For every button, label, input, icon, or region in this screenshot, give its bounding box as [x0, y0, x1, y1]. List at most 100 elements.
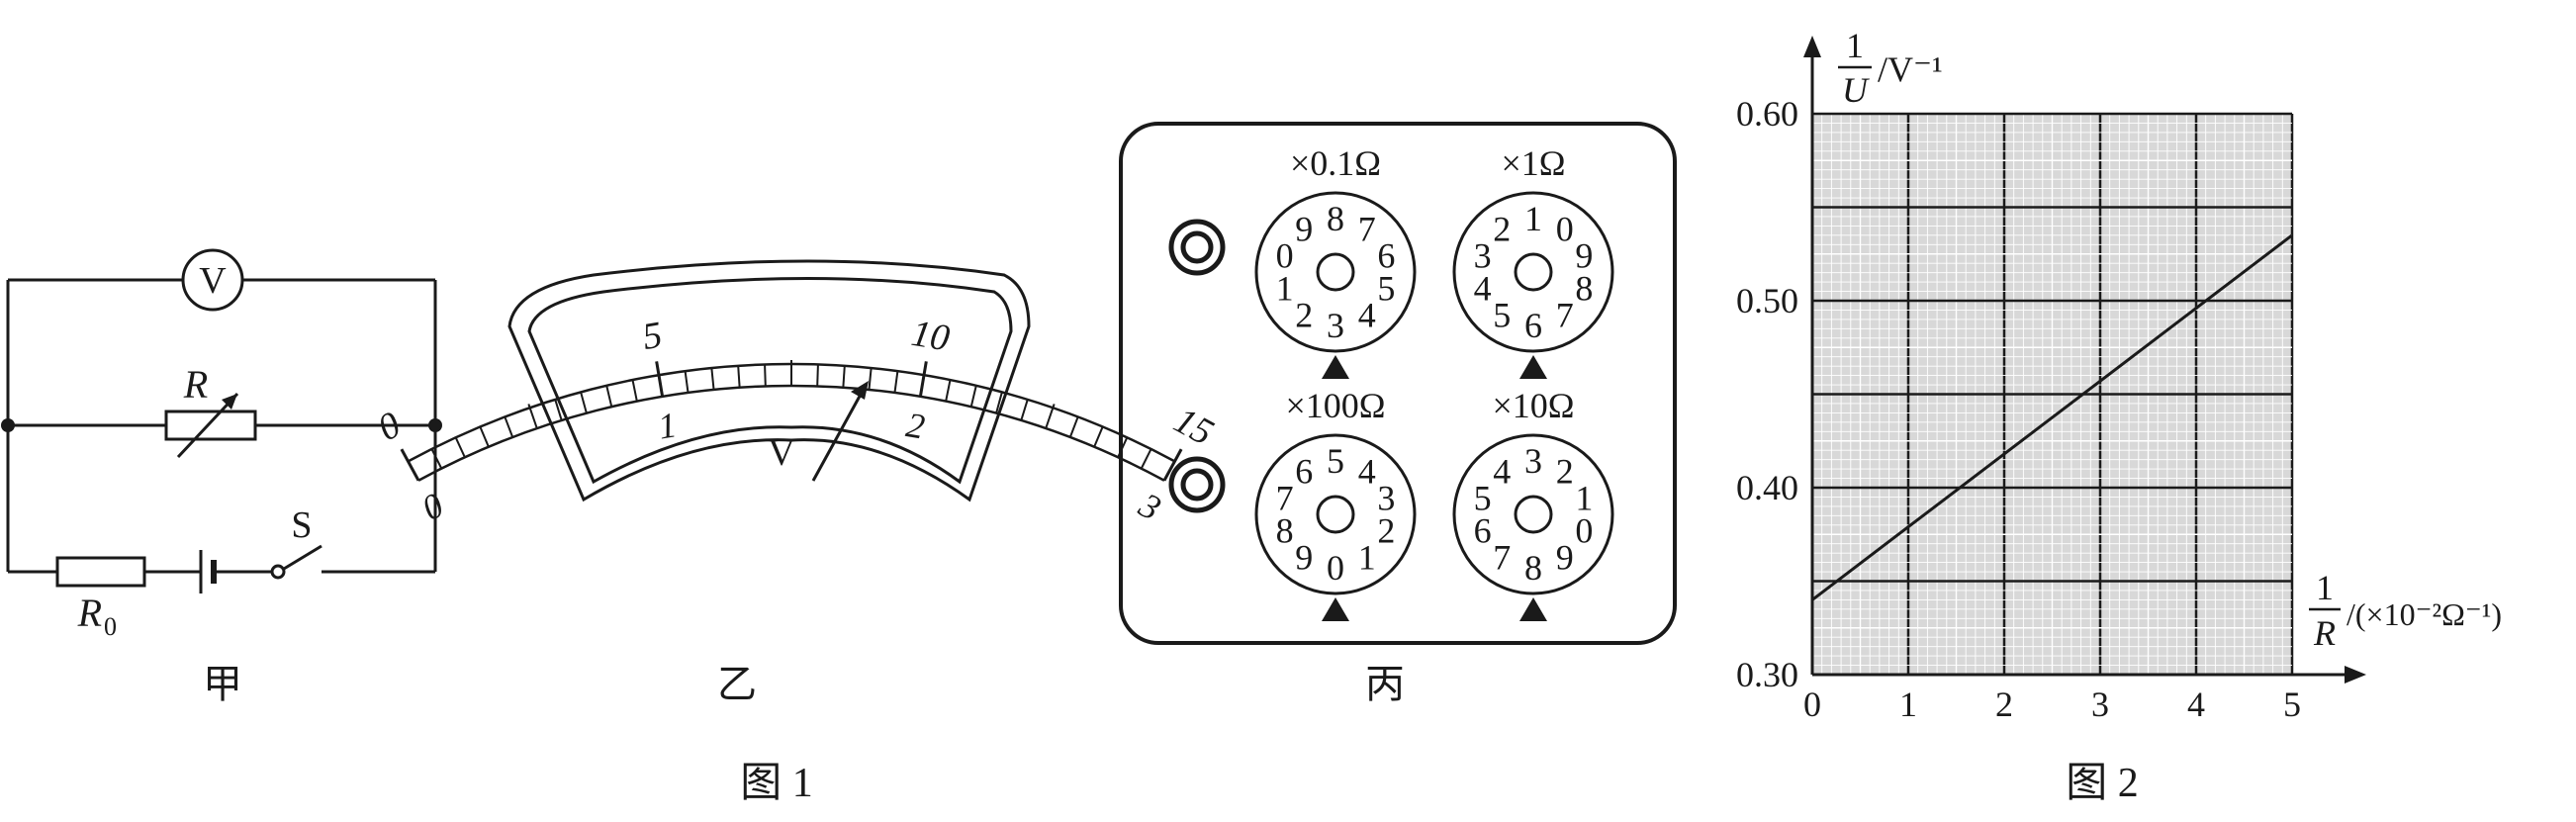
dial-digit: 1: [1276, 269, 1294, 309]
dial-digit: 1: [1524, 199, 1542, 238]
x-tick-label: 2: [1995, 685, 2013, 724]
dial-pointer-triangle: [1322, 597, 1349, 621]
voltmeter-label: V: [199, 260, 227, 302]
dial-digit: 4: [1474, 269, 1492, 309]
x-axis-label-unit: /(×10⁻²Ω⁻¹): [2346, 596, 2502, 632]
y-tick-label: 0.30: [1736, 655, 1798, 694]
resistor-label: R: [77, 591, 102, 635]
dial-knob[interactable]: [1254, 433, 1417, 595]
dial-digit: 1: [1575, 478, 1593, 517]
scale-tick: [1020, 399, 1029, 421]
dial-digit: 6: [1377, 235, 1395, 275]
junction-right: [428, 418, 442, 432]
y-tick-label: 0.40: [1736, 468, 1798, 507]
dial-center: [1316, 252, 1355, 292]
meter-needle: [811, 390, 865, 482]
dial-digit: 2: [1556, 451, 1574, 491]
scale-tick: [1068, 416, 1079, 438]
dial-knob[interactable]: [1452, 191, 1614, 353]
scale-tick: [842, 365, 846, 388]
figure1-caption: 图 1: [740, 761, 813, 806]
scale-tick: [737, 365, 741, 388]
scale-label-inner: 3: [1132, 485, 1167, 528]
rheostat-label: R: [183, 362, 208, 407]
rheostat-arrow-head: [222, 394, 237, 410]
dial-digit: 9: [1295, 209, 1313, 248]
dial-digit: 8: [1524, 548, 1542, 588]
chart-grid: [1810, 112, 2294, 677]
dial-multiplier-label: ×10Ω: [1492, 386, 1574, 425]
dial-knob[interactable]: [1452, 433, 1614, 595]
junction-left: [1, 418, 15, 432]
dial-digit: 6: [1524, 306, 1542, 345]
dial-digit: 6: [1295, 451, 1313, 491]
dial-digit: 1: [1358, 538, 1376, 578]
scale-tick: [684, 371, 690, 394]
scale-label-outer: 5: [640, 314, 666, 358]
meter-outer-case: [507, 259, 1031, 502]
chart-axes: [1803, 36, 2366, 684]
dial-digit: 0: [1276, 235, 1294, 275]
terminal-top-inner: [1180, 230, 1214, 264]
dial-digit: 3: [1327, 306, 1344, 345]
terminal-bottom-inner: [1180, 468, 1214, 502]
y-tick-label: 0.50: [1736, 281, 1798, 320]
switch-pivot: [270, 564, 286, 580]
y-axis-label-unit: /V⁻¹: [1878, 49, 1943, 89]
dial-digit: 7: [1556, 296, 1574, 335]
circuit-diagram: [6, 278, 437, 594]
terminal-bottom-outer: [1168, 456, 1226, 513]
dial-digit: 9: [1556, 538, 1574, 578]
x-axis-label-denominator: R: [2313, 613, 2336, 653]
dial-digit: 3: [1377, 478, 1395, 517]
dial-digit: 0: [1556, 209, 1574, 248]
dial-center: [1514, 252, 1553, 292]
scale-tick: [454, 436, 466, 458]
x-tick-label: 4: [2187, 685, 2205, 724]
dial-pointer-triangle: [1519, 355, 1547, 379]
scale-tick: [764, 364, 767, 387]
dial-multiplier-label: ×1Ω: [1501, 143, 1565, 183]
dial-digit: 3: [1524, 441, 1542, 481]
voltmeter-symbol: [181, 248, 244, 312]
meter-needle-tip: [851, 381, 869, 400]
dial-digit: 6: [1474, 511, 1492, 551]
dial-digit: 0: [1327, 548, 1344, 588]
meter-inner-face: [527, 277, 1013, 485]
dial-digit: 5: [1474, 478, 1492, 517]
dial-digit: 8: [1276, 511, 1294, 551]
dial-digit: 7: [1276, 478, 1294, 517]
x-axis-label-numerator: 1: [2316, 568, 2334, 607]
x-tick-label: 5: [2283, 685, 2301, 724]
dial-digit: 7: [1493, 538, 1511, 578]
scale-tick: [605, 385, 613, 408]
dial-knob[interactable]: [1254, 191, 1417, 353]
dial-digit: 9: [1575, 235, 1593, 275]
dial-digit: 2: [1493, 209, 1511, 248]
scale-tick: [1093, 426, 1104, 448]
dial-pointer-triangle: [1322, 355, 1349, 379]
rheostat-body: [164, 410, 257, 441]
scale-tick: [479, 426, 490, 448]
scale-tick: [710, 367, 715, 391]
scale-label-inner: 1: [655, 405, 679, 446]
scale-label-outer: 10: [908, 313, 952, 360]
scale-tick: [527, 404, 538, 429]
scale-tick: [868, 367, 873, 391]
dial-multiplier-label: ×0.1Ω: [1290, 143, 1381, 183]
series-line: [1811, 233, 2293, 601]
terminal-top-outer: [1168, 219, 1226, 276]
scale-tick: [1045, 404, 1056, 429]
scale-tick: [655, 361, 665, 398]
scale-tick: [631, 379, 638, 402]
switch-label: S: [291, 504, 312, 546]
scale-tick: [893, 371, 899, 394]
scale-tick: [580, 392, 588, 413]
dial-digit: 5: [1327, 441, 1344, 481]
x-axis-arrow: [2345, 666, 2366, 684]
